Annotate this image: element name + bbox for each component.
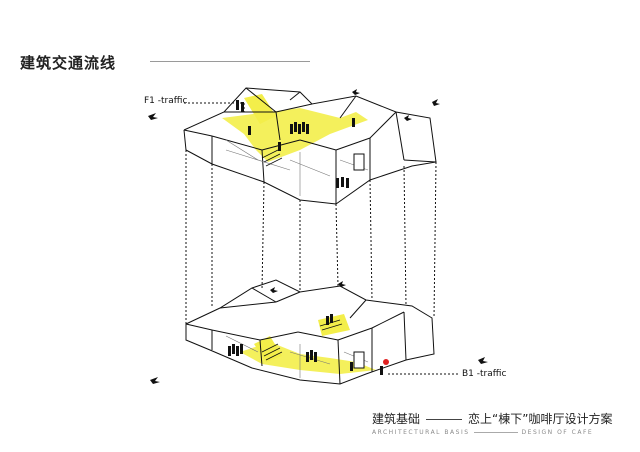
red-marker (383, 359, 389, 365)
bird-icon (148, 89, 488, 384)
footer-cn-right: 恋上“棟下”咖啡厅设计方案 (468, 412, 613, 426)
footer-dash-en (473, 432, 518, 433)
f1-stairs (261, 149, 283, 167)
footer-cn-left: 建筑基础 (372, 412, 421, 426)
footer-chinese: 建筑基础 恋上“棟下”咖啡厅设计方案 (372, 410, 612, 427)
footer-english: ARCHITECTURAL BASIS DESIGN OF CAFE (372, 429, 593, 436)
f1-traffic-label: F1 -traffic (144, 96, 188, 106)
f1-traffic-path-2 (244, 94, 276, 124)
footer-dash (426, 419, 463, 420)
f1-level (183, 87, 437, 205)
person-icon (228, 314, 383, 375)
footer-en-left: ARCHITECTURAL BASIS (372, 429, 470, 436)
b1-door (353, 351, 365, 369)
person-icon (236, 100, 355, 188)
b1-level (185, 279, 435, 385)
page-title: 建筑交通流线 (20, 54, 117, 72)
b1-traffic-label: B1 -traffic (462, 369, 507, 379)
title-divider (150, 61, 310, 62)
vertical-connectors (184, 102, 460, 375)
footer-en-right: DESIGN OF CAFE (521, 429, 594, 436)
f1-door (353, 153, 365, 171)
f1-traffic-path (222, 108, 368, 162)
